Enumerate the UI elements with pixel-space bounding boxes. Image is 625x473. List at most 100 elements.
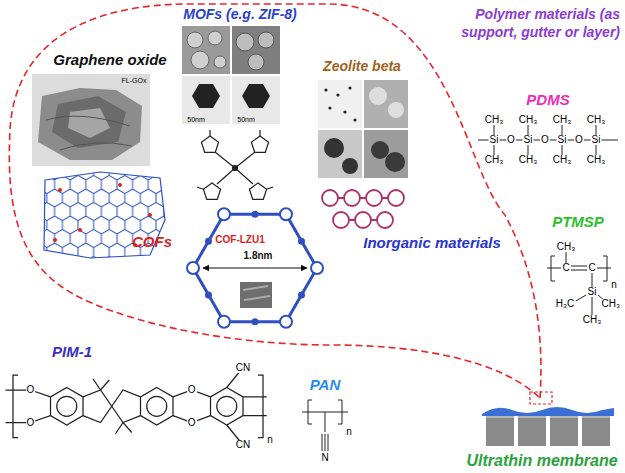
pim1-structure-part <box>147 396 167 416</box>
atom-symbol: CH₃ <box>600 299 621 309</box>
zeolite-sem-images-part <box>318 80 362 128</box>
zeolite-framework-part <box>344 190 360 206</box>
material-label: Graphene oxide <box>53 51 166 68</box>
go-structure-part <box>148 213 152 217</box>
dashed-callout-outline <box>9 4 541 398</box>
pan-structure-part <box>325 434 326 451</box>
atom-symbol: CH₃ <box>552 115 573 125</box>
atom-symbol: C <box>587 263 596 273</box>
group-heading: Polymer materials (as support, gutter or… <box>430 6 620 41</box>
zeolite-framework-part <box>377 212 393 228</box>
pim1-structure-part <box>83 390 112 423</box>
zeolite-framework-part <box>366 190 382 206</box>
cof-structure-part <box>280 316 292 328</box>
pdms-bonds <box>478 120 618 160</box>
zeolite-framework-part <box>388 190 404 206</box>
image-annotation: 50nm <box>237 116 255 123</box>
go-structure-part <box>118 183 122 187</box>
mof-sem-images-part <box>187 32 203 48</box>
membrane-drawing-part <box>486 414 514 446</box>
zeolite-framework-part <box>338 198 388 220</box>
zeolite-sem-images-part <box>336 93 339 96</box>
cof-structure-part <box>243 286 270 300</box>
pim1-structure-part <box>141 388 174 426</box>
pan-structure-part <box>328 434 329 451</box>
zif8-structure-part <box>249 183 266 199</box>
mof-sem-images-part <box>242 84 270 108</box>
atom-symbol: Si <box>557 135 568 145</box>
cof-structure-part <box>240 282 272 308</box>
atom-symbol: CH₃ <box>552 155 573 165</box>
zeolite-sem-images-part <box>318 130 362 178</box>
mof-sem-images-part <box>248 54 264 70</box>
go-tem-image-part <box>46 116 132 150</box>
mof-sem-images-part <box>232 76 280 124</box>
atom-symbol: N <box>320 453 329 463</box>
pim1-structure-part <box>227 368 243 446</box>
pan-structure <box>302 400 348 451</box>
go-structure-part <box>78 228 82 232</box>
zif8-structure-part <box>197 130 273 189</box>
zeolite-sem-images-part <box>343 110 346 113</box>
atom-symbol: O <box>26 385 36 395</box>
membrane-drawing-part <box>582 414 610 446</box>
atom-symbol: O <box>26 418 36 428</box>
atom-symbol: Si <box>523 135 534 145</box>
pim1-structure <box>6 368 267 446</box>
cof-structure <box>187 208 323 327</box>
atom-symbol: O <box>187 385 197 395</box>
pim1-structure-part <box>211 388 244 426</box>
zeolite-sem-images-part <box>371 141 389 159</box>
zif8-structure <box>197 130 273 199</box>
atom-symbol: CH₃ <box>586 155 607 165</box>
zeolite-framework-part <box>355 212 371 228</box>
ptmsp-bonds-part <box>574 295 586 302</box>
zeolite-sem-images <box>318 80 408 178</box>
pim1-structure-part <box>112 390 141 406</box>
mof-sem-images <box>182 26 280 124</box>
mof-sem-images-part <box>208 31 222 45</box>
membrane-label: Ultrathin membrane <box>466 452 617 470</box>
atom-symbol: C <box>561 263 570 273</box>
atom-symbol: CH₃ <box>518 115 539 125</box>
polymer-label: PDMS <box>526 91 569 108</box>
mof-sem-images-part <box>214 56 226 68</box>
polymer-label: PTMSP <box>552 213 604 230</box>
mof-sem-images-part <box>182 26 230 74</box>
dimension-label: 1.8nm <box>244 250 273 262</box>
zif8-structure-part <box>203 183 220 199</box>
membrane-drawing-part <box>550 414 578 446</box>
membrane-drawing-part <box>482 407 614 416</box>
cof-structure-part <box>218 316 230 328</box>
zeolite-sem-images-part <box>324 88 327 91</box>
pim1-structure-part <box>51 388 84 426</box>
polymer-label: PAN <box>310 376 341 393</box>
zeolite-sem-images-part <box>348 86 351 89</box>
ptmsp-bonds-part <box>592 297 593 315</box>
zif8-structure-part <box>201 136 218 152</box>
atom-symbol: O <box>540 135 550 145</box>
cof-structure-part <box>298 291 305 298</box>
mof-sem-images-part <box>192 84 220 108</box>
atom-symbol: O <box>187 418 197 428</box>
pim1-structure-part <box>13 375 18 438</box>
image-annotation: 50nm <box>187 116 205 123</box>
ptmsp-bonds-part <box>551 256 555 281</box>
atom-symbol: CN <box>235 440 251 450</box>
ptmsp-bonds-part <box>571 266 587 267</box>
atom-symbol: O <box>574 135 584 145</box>
cof-structure-part <box>252 211 259 218</box>
atom-symbol: n <box>345 427 353 437</box>
pim1-structure-part <box>93 379 132 434</box>
pim1-structure-part <box>217 396 237 416</box>
atom-symbol: H₃C <box>555 299 576 309</box>
zif8-structure-part <box>251 136 268 152</box>
atom-symbol: CH₃ <box>556 242 577 252</box>
go-tem-image-part <box>38 88 142 160</box>
mof-sem-images-part <box>182 76 230 124</box>
pim1-structure-part <box>57 396 77 416</box>
membrane-drawing <box>482 392 614 446</box>
cof-structure-part <box>205 238 212 245</box>
atom-symbol: O <box>506 135 516 145</box>
atom-symbol: n <box>266 435 274 445</box>
